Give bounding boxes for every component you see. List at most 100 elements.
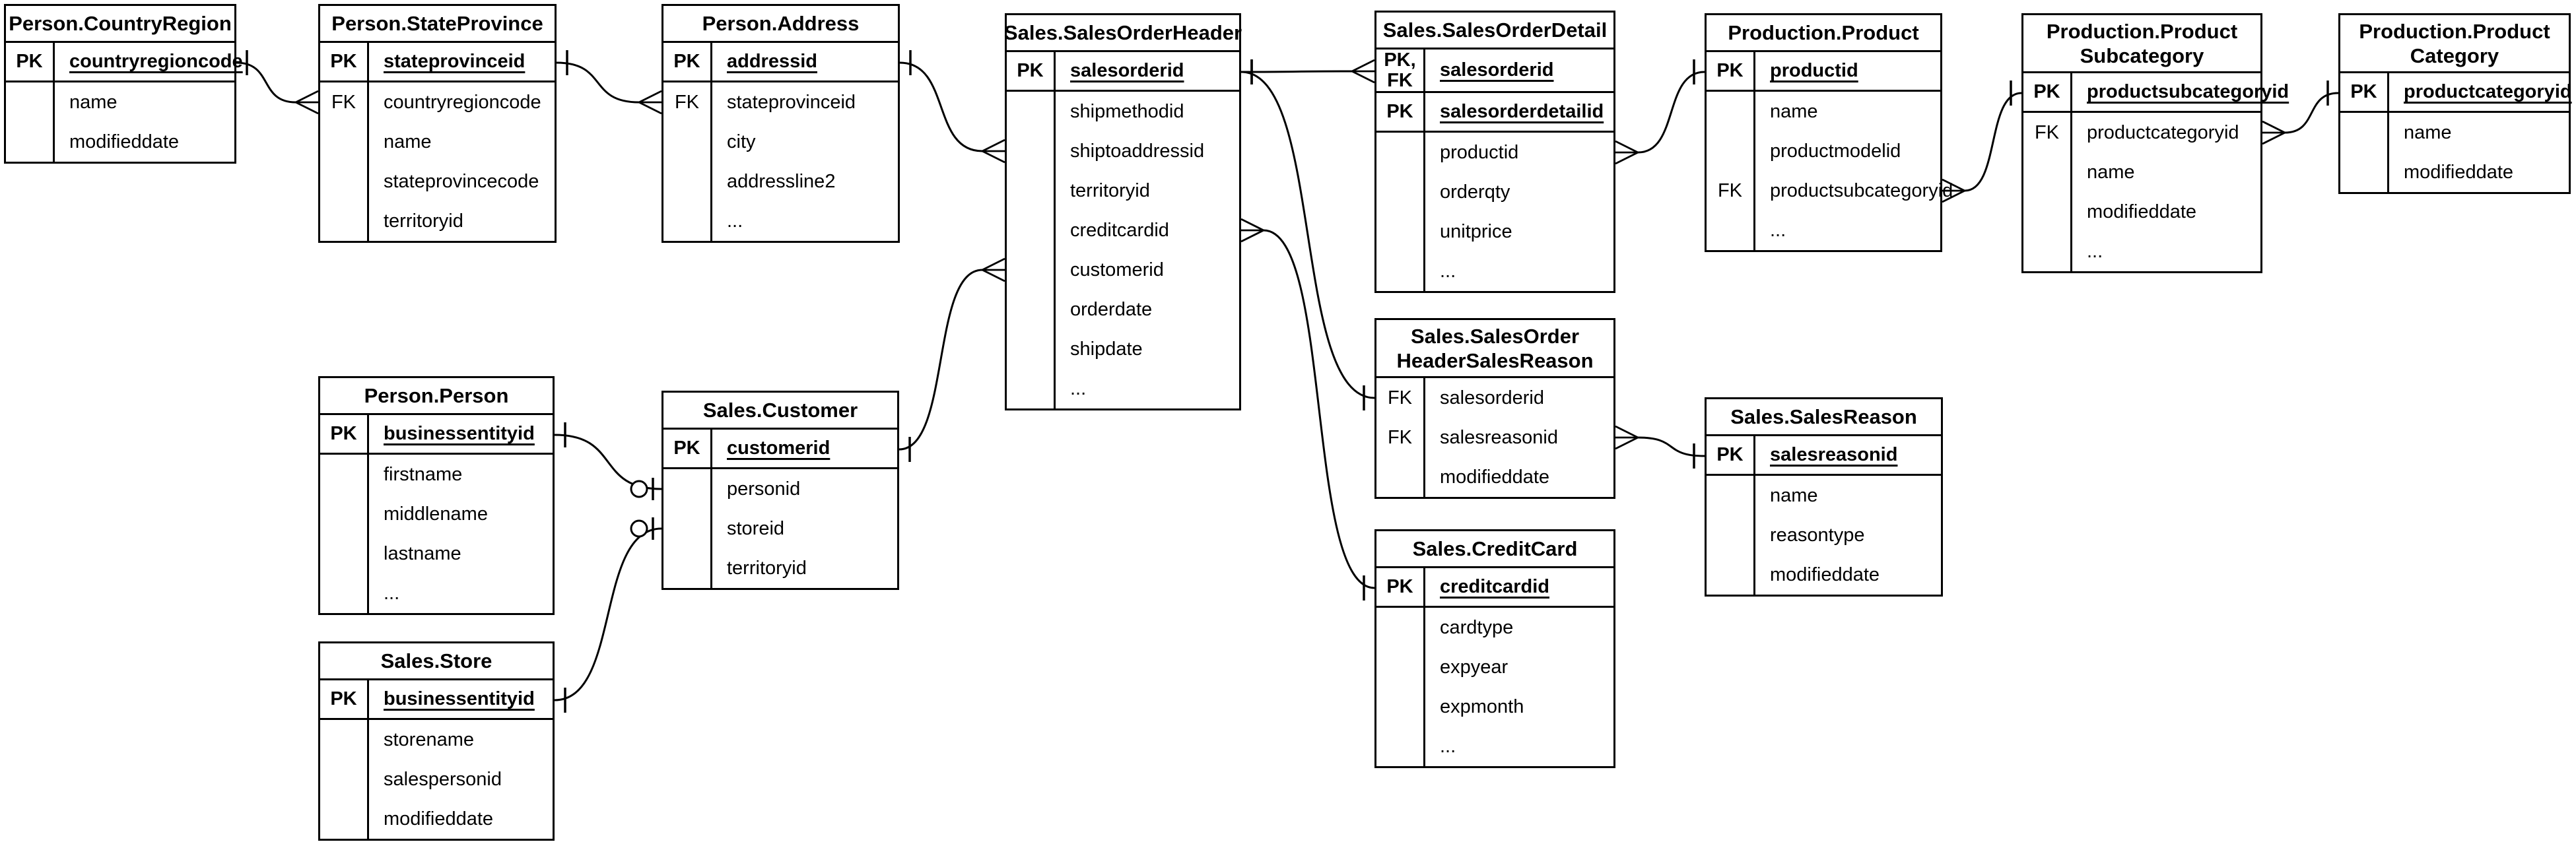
crow-foot-marker [1615, 436, 1639, 450]
key-column [6, 82, 55, 162]
crow-foot-marker [295, 90, 319, 104]
table-title: Sales.SalesReason [1707, 399, 1941, 436]
table-row-productmodelid: productmodelid [1770, 140, 1901, 162]
table-row-...: ... [1440, 735, 1456, 757]
table-row-shiptoaddressid: shiptoaddressid [1070, 140, 1205, 162]
key-label [1007, 171, 1054, 211]
pk-field-text: productid [1770, 60, 1858, 81]
table-row-modifieddate: modifieddate [1770, 564, 1880, 585]
key-label: PK [1376, 568, 1425, 606]
table-row-countryregioncode: countryregioncode [384, 91, 541, 113]
key-column [1007, 92, 1056, 408]
key-label: FK [2034, 121, 2060, 143]
key-column: FK [2023, 113, 2072, 271]
table-row-middlename: middlename [384, 503, 488, 525]
key-label [1007, 329, 1054, 369]
table-row-territoryid: territoryid [1070, 179, 1150, 201]
table-row-modifieddate: modifieddate [384, 808, 494, 830]
key-label [1007, 250, 1054, 290]
key-label [320, 201, 367, 241]
field-name: customerid [712, 430, 897, 467]
pk-field-text: salesreasonid [1770, 444, 1898, 465]
key-label [1007, 131, 1054, 171]
table-row-personid: personid [727, 478, 801, 500]
key-label [2023, 192, 2070, 232]
relationship-person_person-sales_customer [554, 434, 662, 490]
crow-foot-marker [638, 101, 662, 115]
table-row-salesorderid: salesorderid [1440, 387, 1544, 408]
key-label [320, 455, 367, 494]
key-label [2023, 232, 2070, 271]
key-column [320, 455, 369, 613]
table-title: Sales.Store [320, 643, 553, 680]
key-label [1376, 647, 1423, 687]
field-name: creditcardid [1425, 568, 1613, 606]
key-label: PK [663, 43, 712, 81]
pk-field-text: creditcardid [1440, 576, 1549, 597]
table-row-productcategoryid: productcategoryid [2087, 121, 2239, 143]
table-row-...: ... [1770, 219, 1786, 241]
field-name: productcategoryid [2389, 73, 2572, 111]
table-row-stateprovinceid: stateprovinceid [727, 91, 856, 113]
crow-foot-marker [1351, 59, 1375, 73]
key-column [2340, 113, 2389, 192]
field-name: productid [1755, 52, 1940, 90]
key-label [2340, 152, 2387, 192]
crow-foot-marker [1615, 140, 1639, 154]
field-name: salesorderid [1056, 52, 1239, 90]
key-label [320, 799, 367, 839]
table-title: Sales.CreditCard [1376, 531, 1613, 568]
key-label [2340, 113, 2387, 152]
field-name: salesreasonid [1755, 436, 1941, 474]
crow-foot-marker [2262, 131, 2286, 145]
pk-field-text: salesorderid [1070, 60, 1184, 81]
table-row-orderdate: orderdate [1070, 298, 1153, 320]
pk-field-text: salesorderid [1440, 59, 1554, 81]
field-name: businessentityid [369, 415, 553, 453]
table-title: Person.StateProvince [320, 6, 555, 43]
table-row-modifieddate: modifieddate [1440, 466, 1550, 488]
pk-field-text: productsubcategoryid [2087, 81, 2289, 102]
key-label [1007, 92, 1054, 131]
relationship-sales_customer-sales_salesorderheader [898, 269, 983, 451]
table-title: Person.Address [663, 6, 898, 43]
key-label: PK [2340, 73, 2389, 111]
relationship-production_product-production_productsubcategory [1964, 92, 2022, 192]
key-label: FK [674, 91, 700, 113]
pk-field-text: customerid [727, 438, 830, 459]
key-label: PK [320, 43, 369, 81]
